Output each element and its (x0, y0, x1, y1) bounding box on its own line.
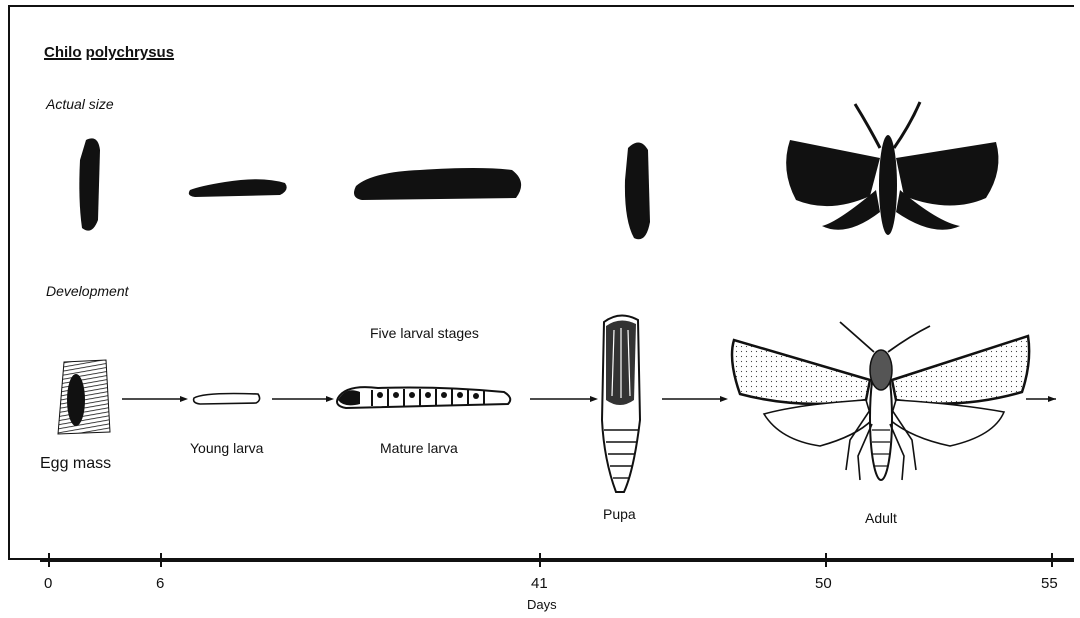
tick-label-41: 41 (531, 575, 548, 592)
actual-size-adult-moth (786, 102, 998, 235)
adult-label: Adult (865, 510, 897, 526)
adult-moth-drawing (732, 322, 1029, 480)
days-axis (40, 553, 1074, 567)
egg-mass-drawing (58, 360, 110, 434)
tick-label-6: 6 (156, 575, 164, 592)
actual-size-young-larva (189, 179, 287, 197)
egg-mass-label: Egg mass (40, 455, 111, 473)
pupa-label: Pupa (603, 506, 636, 522)
actual-size-pupa (625, 142, 650, 239)
axis-title-days: Days (527, 597, 557, 612)
young-larva-label: Young larva (190, 440, 263, 456)
actual-size-egg-mass (79, 138, 100, 230)
mature-larva-label: Mature larva (380, 440, 458, 456)
young-larva-drawing (194, 394, 260, 405)
mature-larva-drawing (337, 387, 510, 408)
actual-size-mature-larva (354, 168, 521, 200)
pupa-drawing (602, 315, 640, 492)
tick-label-0: 0 (44, 575, 52, 592)
tick-label-50: 50 (815, 575, 832, 592)
tick-label-55: 55 (1041, 575, 1058, 592)
